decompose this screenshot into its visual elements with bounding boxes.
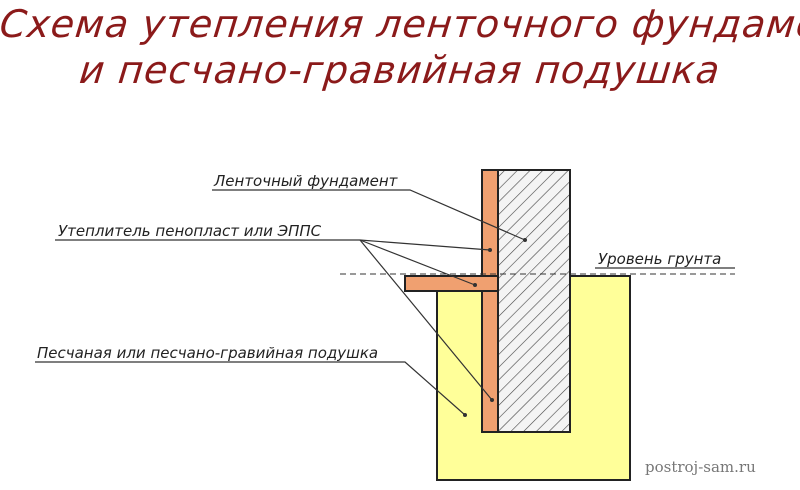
watermark: postroj-sam.ru: [645, 458, 756, 476]
label-sand-cushion: Песчаная или песчано-гравийная подушка: [37, 344, 378, 362]
horizontal-insulation-layer: [404, 275, 499, 292]
label-ground-level: Уровень грунта: [598, 250, 721, 268]
vertical-insulation-layer: [481, 169, 499, 433]
label-strip-foundation: Ленточный фундамент: [213, 172, 399, 190]
strip-foundation-block: [497, 169, 571, 433]
leader-lines: [35, 189, 735, 416]
leader-arrowheads: [463, 238, 527, 417]
label-insulation: Утеплитель пенопласт или ЭППС: [58, 222, 322, 240]
